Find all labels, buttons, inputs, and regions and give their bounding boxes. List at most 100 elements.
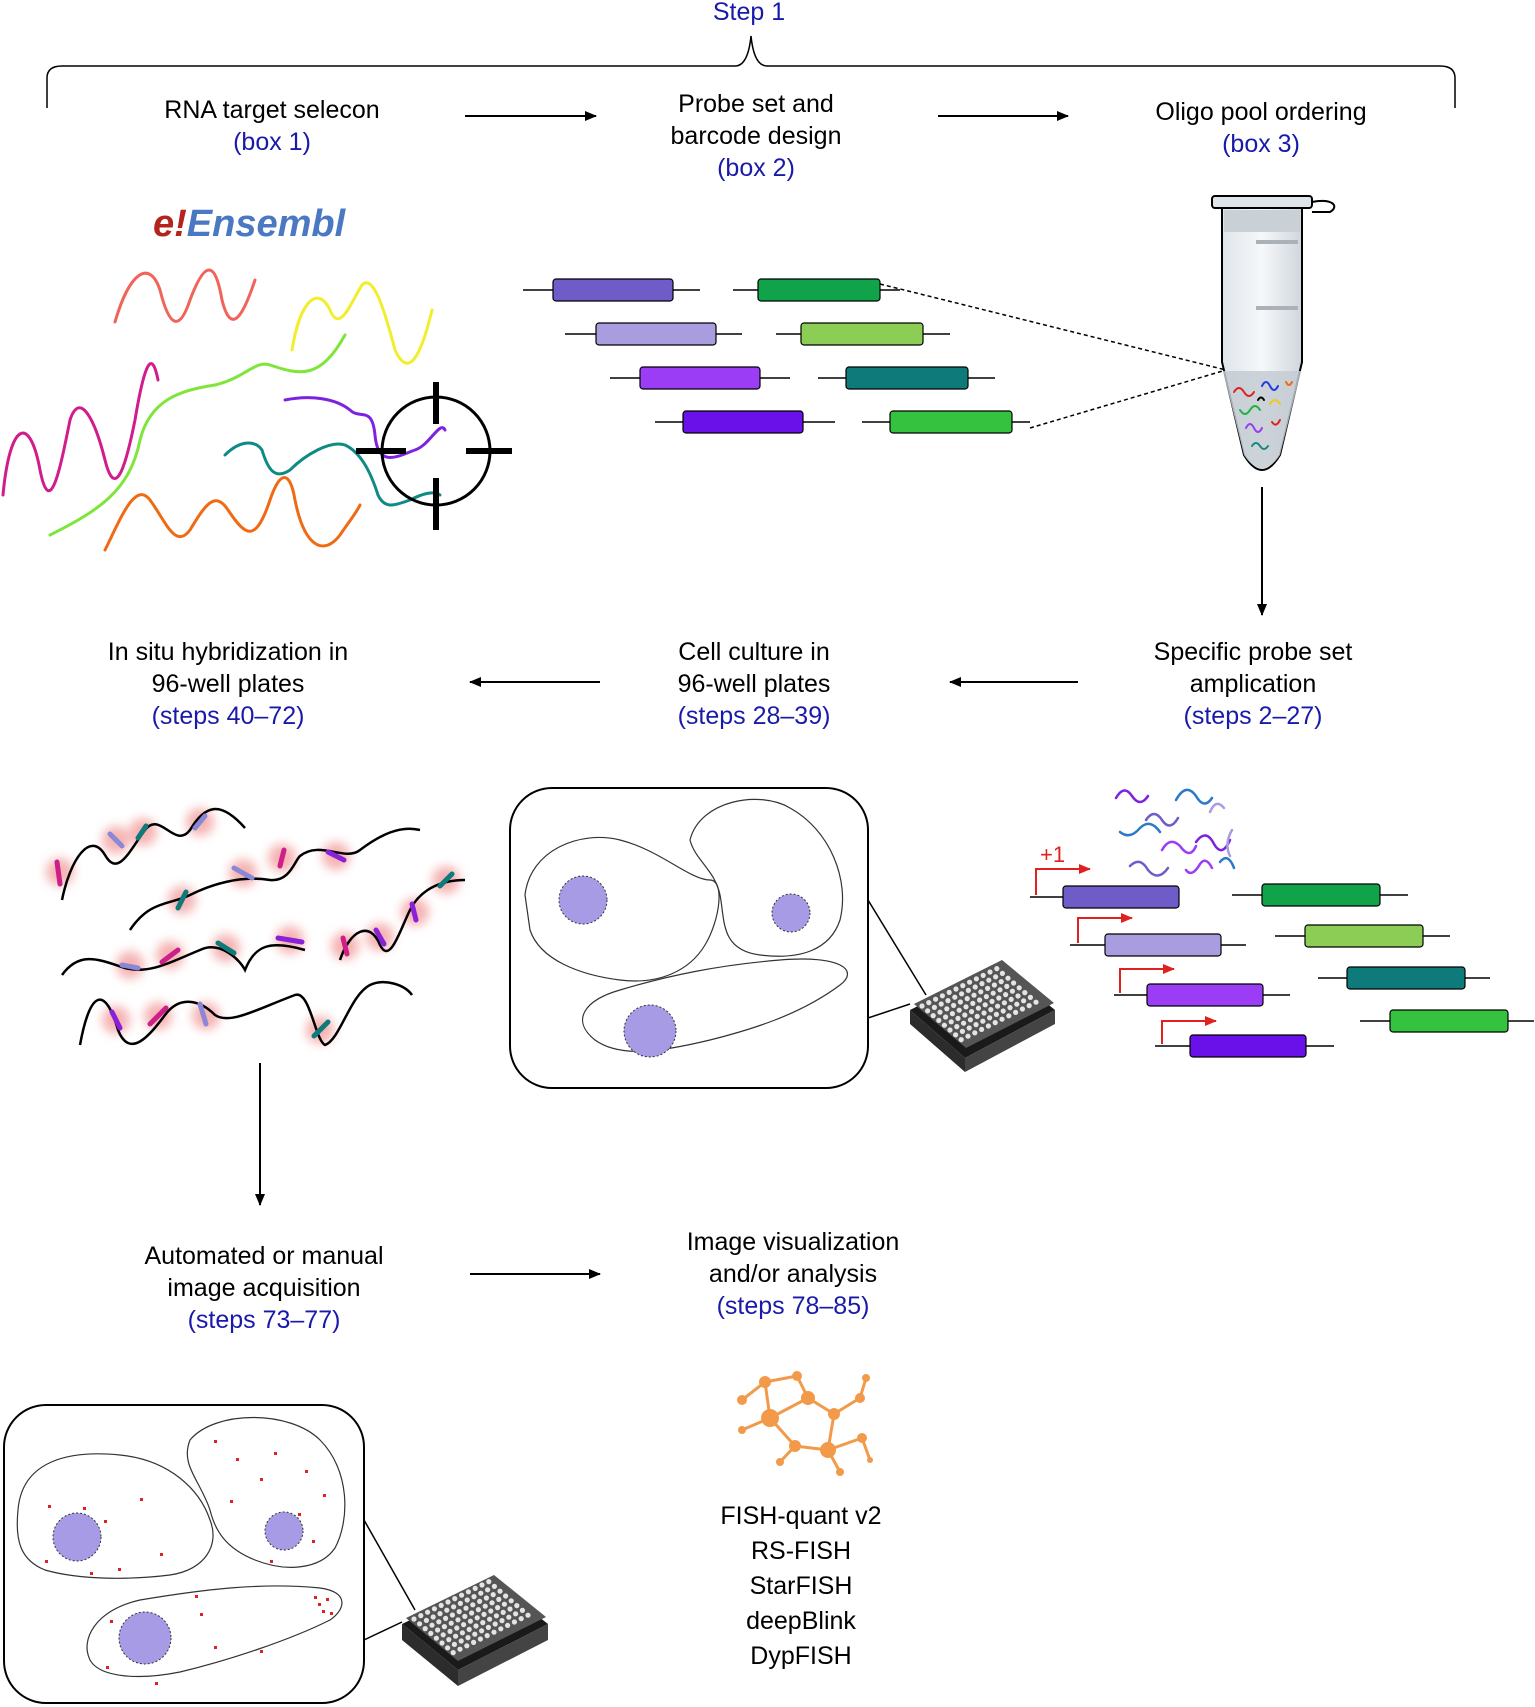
stage-ref: (steps 78–85) [717,1292,870,1320]
mrna-spot [83,1507,86,1510]
well [965,987,972,994]
well [493,1613,499,1619]
well [430,1614,436,1620]
hybridized-rna [46,807,466,1047]
well [1019,1006,1025,1012]
well [972,1030,978,1036]
zoom-line-culture-top [867,899,927,996]
mrna-spot [90,1572,93,1575]
well [500,1609,506,1615]
well [1033,999,1039,1005]
well [436,1619,442,1625]
well [978,989,984,995]
well [987,1015,993,1021]
zoom-line-acquisition-bottom [363,1621,403,1641]
well [1009,988,1016,994]
mrna-spot [104,1520,107,1523]
step-brace [46,35,1456,108]
well [485,1624,491,1630]
mrna-spot [214,1440,217,1443]
well [492,1621,498,1627]
stage-title-line2: and/or analysis [709,1260,877,1288]
well [452,1596,458,1602]
well [963,1004,969,1010]
stage-ref: (steps 40–72) [152,702,305,730]
acquisition-panel [3,1404,365,1704]
well [479,1628,485,1634]
well [454,1625,460,1631]
mrna-spot [160,1553,163,1556]
mrna-spot [155,1682,158,1685]
well [983,994,990,1000]
well [459,1630,465,1636]
stage-title-line1: Specific probe set [1154,638,1353,666]
well [513,1611,519,1617]
well [1013,1009,1019,1016]
well [998,979,1004,985]
mrna-spot [106,1666,109,1669]
stage-ref: (box 2) [717,154,795,182]
well-plate-icon [402,1575,548,1686]
mrna-spot [298,1513,301,1516]
well [1011,980,1017,986]
well [451,1641,457,1647]
mrna-spot [195,1595,198,1598]
stage-probe-design: Probe set and barcode design (box 2) [671,90,842,182]
well [925,1008,931,1014]
tool-item: DypFISH [750,1642,851,1670]
well [422,1626,428,1632]
well [444,1607,450,1613]
well [411,1616,417,1622]
well [465,1589,471,1595]
well [495,1605,501,1611]
well [1027,994,1033,1001]
stage-oligo-pool: Oligo pool ordering (box 3) [1155,98,1366,158]
well [478,1590,484,1596]
well [989,998,995,1005]
well [453,1633,459,1639]
well [1008,996,1014,1003]
well [933,996,939,1002]
well [525,1612,531,1618]
step-label: Step 1 [713,0,785,26]
well [429,1622,435,1628]
probe-set-design [523,278,1030,434]
stage-title-line2: barcode design [671,122,842,150]
well [506,1614,512,1620]
well [484,1633,490,1639]
mrna-spot [140,1498,143,1501]
mrna-spot [312,1540,315,1543]
well [948,1019,954,1025]
well [499,1618,505,1624]
mrna-spot [326,1598,329,1601]
well [471,1594,477,1600]
well [974,1013,980,1020]
well [981,1010,987,1016]
well [456,1609,462,1615]
well [464,1643,470,1649]
well [936,1017,942,1024]
well [474,1615,480,1621]
well [1007,1005,1013,1011]
network-analysis-icon [737,1371,873,1476]
well [473,1623,479,1629]
stage-analysis: Image visualization and/or analysis (ste… [687,1228,900,1320]
mrna-spot [305,1470,308,1473]
well [956,1007,962,1013]
well [967,1017,974,1023]
well [455,1617,461,1623]
well [423,1617,429,1623]
well [464,1597,470,1603]
well [957,999,964,1005]
well [457,1600,463,1606]
well [462,1613,468,1619]
well [418,1613,424,1619]
well [457,1646,463,1652]
well [507,1606,513,1612]
stage-title-line1: In situ hybridization in [108,638,348,666]
mrna-spot [330,1612,333,1615]
well [425,1609,431,1615]
well [980,972,986,979]
well [501,1601,507,1607]
well [445,1599,451,1605]
